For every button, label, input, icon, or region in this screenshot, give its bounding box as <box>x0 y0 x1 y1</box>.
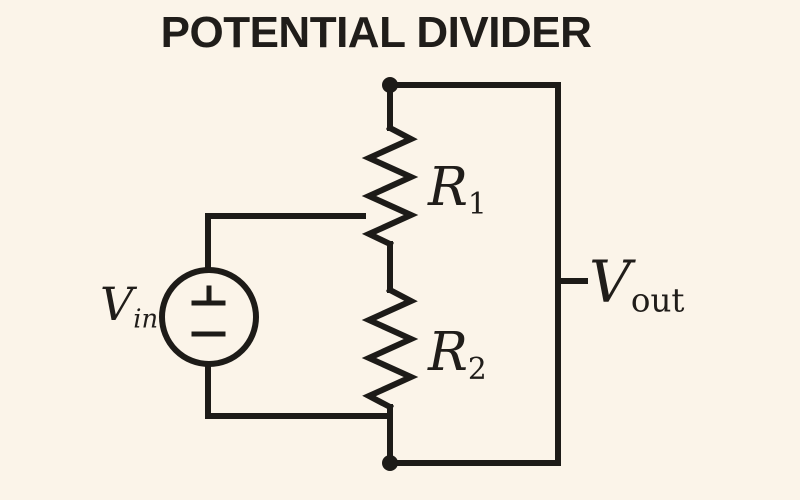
vout-symbol: V <box>589 248 631 316</box>
vout-subscript: out <box>630 281 685 320</box>
vin-subscript: in <box>133 304 159 335</box>
page-title: POTENTIAL DIVIDER <box>160 8 592 57</box>
r1-subscript: 1 <box>467 185 487 221</box>
source-bottom-wire <box>205 361 393 419</box>
input-voltage-label: Vin <box>100 281 158 332</box>
outer-loop-wire <box>387 82 561 466</box>
vin-symbol: V <box>100 277 134 331</box>
voltage-source-circle <box>159 267 259 367</box>
r2-subscript: 2 <box>467 350 487 386</box>
top-junction-dot <box>382 77 398 93</box>
bottom-junction-dot <box>382 455 398 471</box>
output-voltage-label: Vout <box>589 253 684 317</box>
plus-terminal-icon <box>191 285 226 306</box>
r1-symbol: R <box>428 157 468 218</box>
resistor-r1-symbol <box>361 123 419 248</box>
source-top-wire <box>205 213 366 273</box>
resistor-r2-symbol <box>361 285 419 412</box>
r2-symbol: R <box>428 322 468 383</box>
resistor1-label: R1 <box>428 161 487 218</box>
resistor2-label: R2 <box>428 326 487 383</box>
